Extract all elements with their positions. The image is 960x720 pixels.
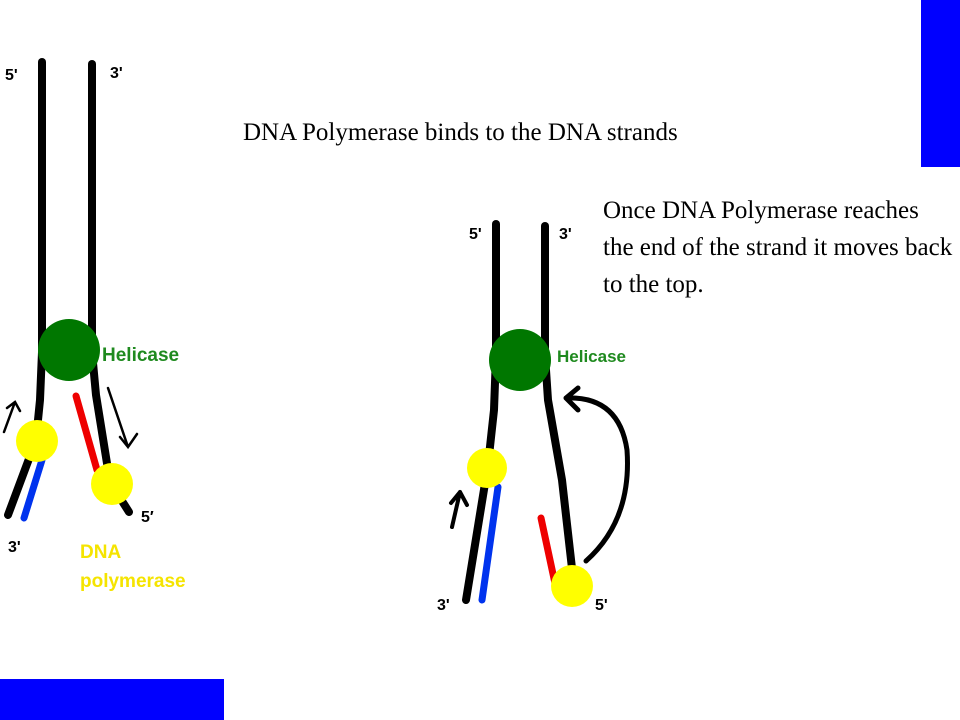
left-up-arrow bbox=[2, 400, 22, 434]
left-top-left-end-label: 5' bbox=[5, 67, 18, 84]
left-new-leading-strand bbox=[20, 456, 46, 522]
left-polymerase-label-line1: DNA bbox=[80, 542, 121, 563]
left-helicase-label: Helicase bbox=[102, 345, 179, 366]
left-new-lagging-strand bbox=[72, 392, 101, 474]
right-parent-strands bbox=[462, 220, 578, 604]
right-return-arrow bbox=[563, 385, 630, 564]
right-replication-fork: 5' 3' Helicase 3' 5' bbox=[437, 220, 630, 614]
left-down-arrow bbox=[106, 386, 139, 450]
left-polymerase-circle-lagging bbox=[91, 463, 133, 505]
right-polymerase-circle-leading bbox=[467, 448, 507, 488]
right-helicase-circle bbox=[489, 329, 551, 391]
right-top-right-end-label: 3' bbox=[559, 226, 572, 243]
blue-accent-bar-bottom-left bbox=[0, 679, 224, 720]
right-strand-right-fork bbox=[541, 351, 578, 590]
left-bottom-right-end-label: 5′ bbox=[141, 509, 154, 526]
right-new-leading-strand bbox=[478, 483, 502, 604]
right-strand-left-fork bbox=[462, 351, 500, 604]
left-polymerase-label-line2: polymerase bbox=[80, 571, 186, 592]
right-helicase-label: Helicase bbox=[557, 347, 626, 366]
left-polymerase-circle-leading bbox=[16, 420, 58, 462]
left-top-right-end-label: 3' bbox=[110, 65, 123, 82]
blue-accent-bar-top-right bbox=[921, 0, 960, 167]
left-bottom-left-end-label: 3' bbox=[8, 539, 21, 556]
right-bottom-right-end-label: 5' bbox=[595, 597, 608, 614]
right-bottom-left-end-label: 3' bbox=[437, 597, 450, 614]
left-helicase-circle bbox=[38, 319, 100, 381]
right-top-left-end-label: 5' bbox=[469, 226, 482, 243]
right-polymerase-circle-lagging bbox=[551, 565, 593, 607]
caption-polymerase-returns: Once DNA Polymerase reaches the end of t… bbox=[603, 197, 953, 298]
left-strand-left-fork bbox=[4, 348, 46, 519]
left-replication-fork: 5' 3' Helicase 5′ 3' DNA polymerase bbox=[2, 58, 186, 592]
caption-polymerase-binds: DNA Polymerase binds to the DNA strands bbox=[243, 119, 678, 146]
right-up-arrow bbox=[449, 490, 469, 529]
